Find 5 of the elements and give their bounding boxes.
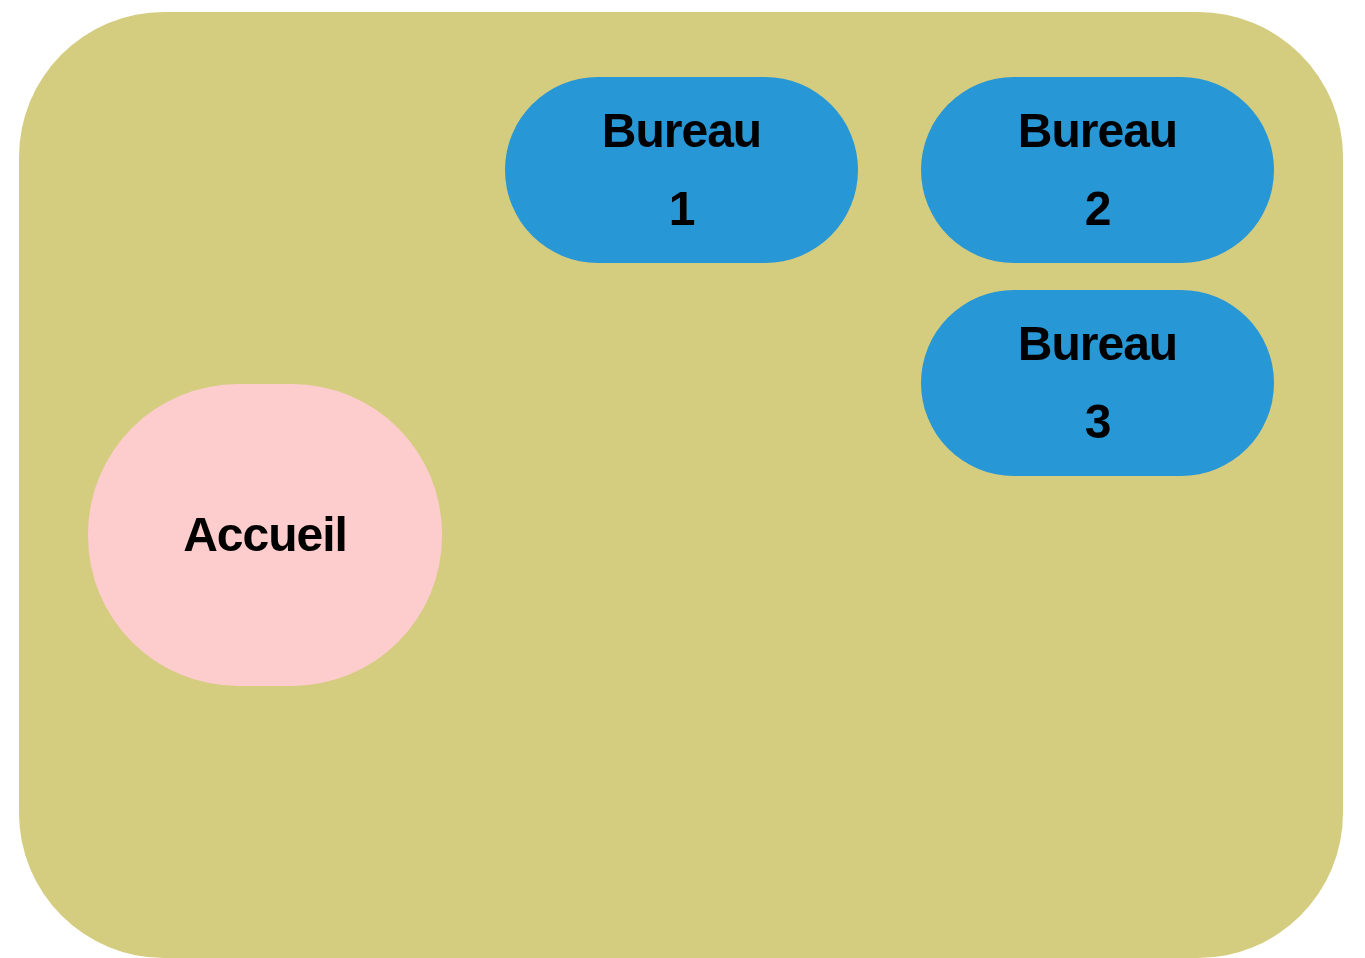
area-background — [19, 12, 1343, 958]
room-label: Bureau 1 — [600, 103, 763, 237]
room-label: Bureau 2 — [1016, 103, 1179, 237]
room-label: Accueil — [182, 507, 348, 563]
room-label: Bureau 3 — [1016, 316, 1179, 450]
